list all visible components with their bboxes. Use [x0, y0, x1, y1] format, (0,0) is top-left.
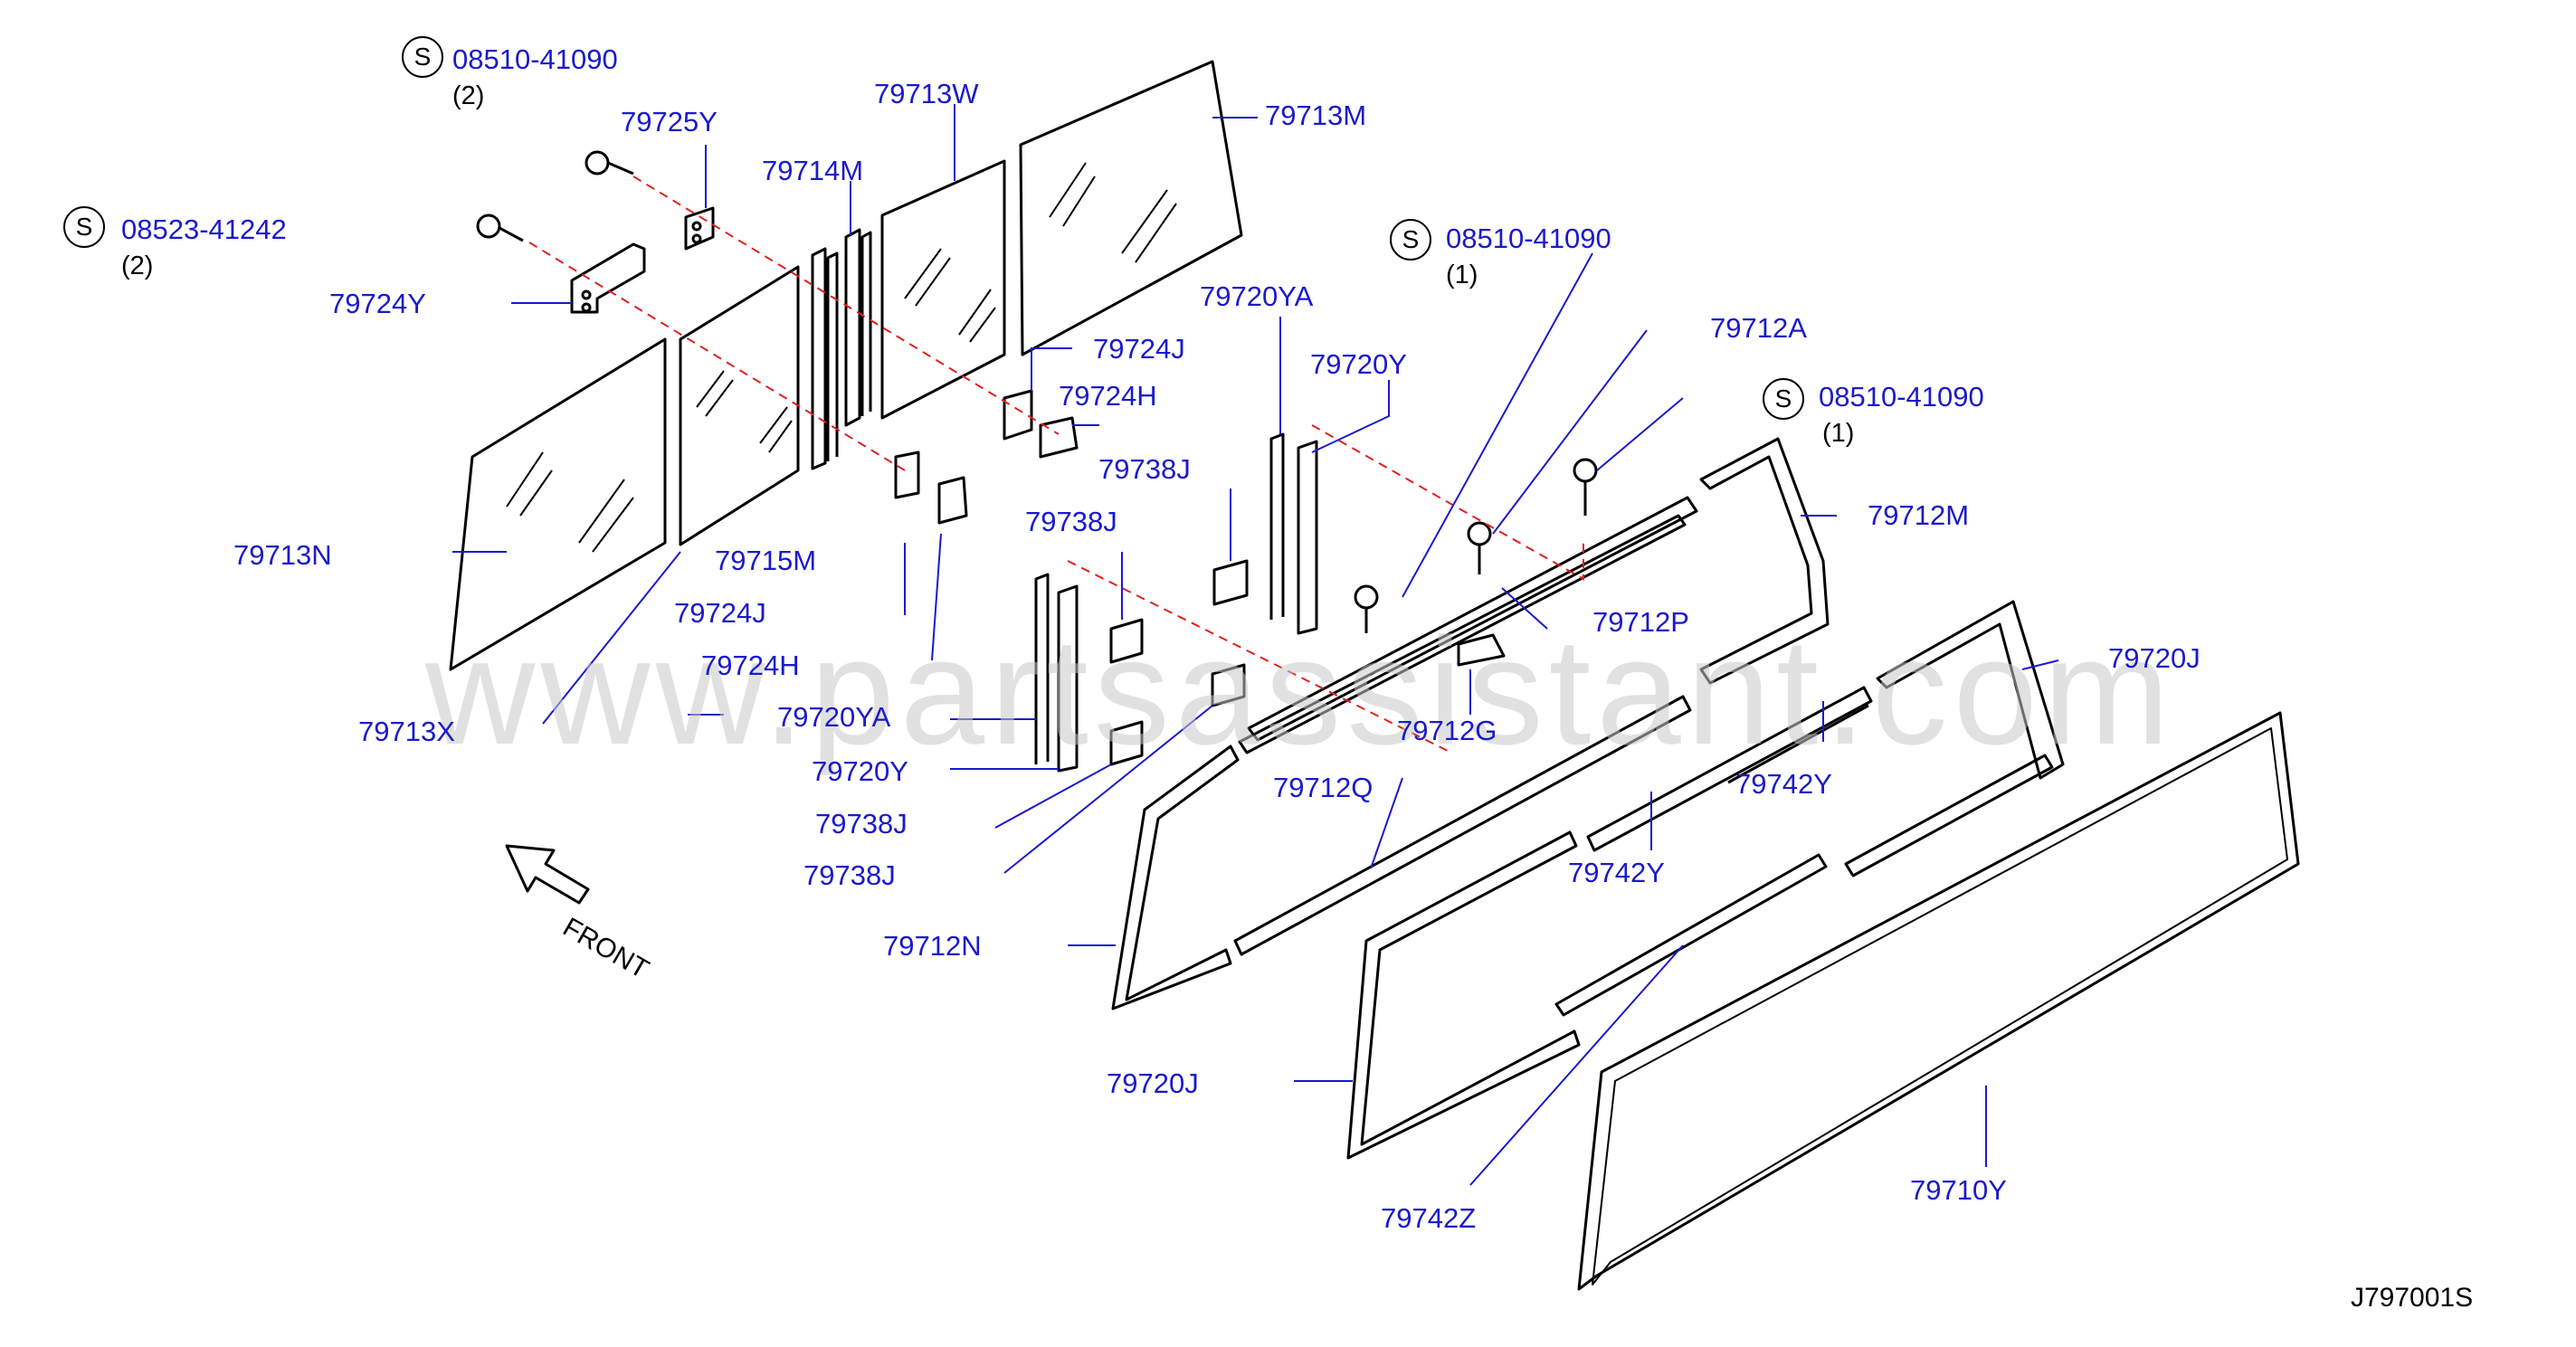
s-symbol-icon: S — [1390, 219, 1431, 261]
glass-79713X — [679, 265, 800, 546]
qty-label: (2) — [452, 81, 485, 110]
label-79724J-top[interactable]: 79724J — [1093, 333, 1185, 365]
label-79713M[interactable]: 79713M — [1265, 100, 1367, 131]
strip-79720YA-bot — [1034, 573, 1050, 764]
label-79724H-top[interactable]: 79724H — [1059, 380, 1157, 412]
label-08510-41090-right[interactable]: 08510-41090 — [1819, 381, 1984, 413]
label-79724Y[interactable]: 79724Y — [329, 288, 426, 319]
clip-79724H-bot — [937, 476, 968, 525]
glass-79713W — [880, 159, 1006, 420]
label-79742Y-mid[interactable]: 79742Y — [1568, 857, 1665, 888]
watermark: www.partsassistant.com — [425, 606, 2175, 776]
label-08510-41090-top[interactable]: 08510-41090 — [452, 43, 618, 75]
weatherstrip-79712 — [1238, 437, 1830, 754]
label-79720J-bot[interactable]: 79720J — [1107, 1067, 1199, 1099]
qty-label: (1) — [1822, 419, 1855, 448]
label-79725Y[interactable]: 79725Y — [621, 106, 718, 138]
strip-79720YA-top — [1269, 432, 1285, 620]
strip-79720Y-bot — [1057, 584, 1079, 773]
leader-lines — [452, 104, 2059, 1186]
clip-79724H-top — [1039, 416, 1079, 459]
label-79724H-bot[interactable]: 79724H — [701, 650, 800, 681]
clip-79724J-top — [1003, 389, 1033, 441]
qty-label: (2) — [121, 251, 154, 280]
pad-79738J-3 — [1109, 720, 1144, 766]
label-79713N[interactable]: 79713N — [233, 539, 332, 571]
label-79712A[interactable]: 79712A — [1710, 312, 1807, 344]
label-79720Y-bot[interactable]: 79720Y — [812, 755, 908, 787]
channel-79715M — [811, 247, 839, 470]
label-79714M[interactable]: 79714M — [762, 155, 864, 186]
label-79712P[interactable]: 79712P — [1592, 606, 1689, 638]
diagram-code: J797001S — [2351, 1283, 2474, 1313]
label-08510-41090-mid[interactable]: 08510-41090 — [1446, 223, 1611, 254]
frame-79712N — [1111, 695, 1692, 1010]
label-79712G[interactable]: 79712G — [1397, 715, 1497, 746]
screw-08523 — [476, 213, 524, 242]
label-79713X[interactable]: 79713X — [358, 716, 455, 747]
screw-08510-mid2 — [1467, 521, 1492, 574]
label-79738J-4[interactable]: 79738J — [803, 859, 896, 891]
label-79742Z[interactable]: 79742Z — [1381, 1202, 1477, 1234]
clip-79725Y — [684, 206, 715, 251]
frame-79710Y — [1577, 711, 2300, 1291]
front-arrow — [505, 844, 590, 905]
pad-79738J-1 — [1212, 559, 1249, 606]
label-79712M[interactable]: 79712M — [1868, 499, 1970, 531]
s-symbol-icon: S — [63, 206, 105, 248]
label-79738J-3[interactable]: 79738J — [815, 808, 908, 840]
label-79712N[interactable]: 79712N — [883, 930, 982, 962]
label-79710Y[interactable]: 79710Y — [1910, 1174, 2007, 1206]
pad-79738J-4 — [1211, 663, 1246, 707]
label-79742Y-right[interactable]: 79742Y — [1735, 768, 1832, 800]
label-79738J-2[interactable]: 79738J — [1025, 506, 1117, 537]
label-79724J-bot[interactable]: 79724J — [674, 597, 766, 629]
label-79720Y-top[interactable]: 79720Y — [1310, 348, 1407, 380]
label-79720YA-top[interactable]: 79720YA — [1200, 280, 1314, 312]
s-symbol-icon: S — [402, 36, 443, 78]
frame-79720J-mid — [1346, 600, 2065, 1160]
s-symbol-icon: S — [1763, 378, 1804, 420]
screw-08510-right — [1573, 458, 1598, 516]
screw-08510-top — [585, 150, 634, 175]
center-lines — [528, 175, 1584, 752]
label-79720YA-bot[interactable]: 79720YA — [777, 701, 891, 733]
label-79720J-right[interactable]: 79720J — [2108, 642, 2201, 674]
pad-79738J-2 — [1109, 618, 1144, 664]
label-79712Q[interactable]: 79712Q — [1273, 772, 1374, 803]
label-79715M[interactable]: 79715M — [715, 545, 817, 576]
glass-79713N — [449, 337, 667, 671]
label-08523-41242[interactable]: 08523-41242 — [121, 213, 287, 245]
strip-79720Y-top — [1297, 440, 1318, 635]
clip-79712G — [1457, 633, 1506, 667]
screw-08510-mid — [1354, 584, 1379, 633]
qty-label: (1) — [1446, 261, 1478, 289]
clip-79724J-bot — [894, 451, 920, 499]
bracket-79724Y — [570, 242, 646, 314]
glass-79713M — [1019, 60, 1243, 356]
label-79738J-1[interactable]: 79738J — [1098, 453, 1191, 485]
channel-79714M — [844, 228, 872, 427]
label-79713W[interactable]: 79713W — [874, 78, 979, 109]
